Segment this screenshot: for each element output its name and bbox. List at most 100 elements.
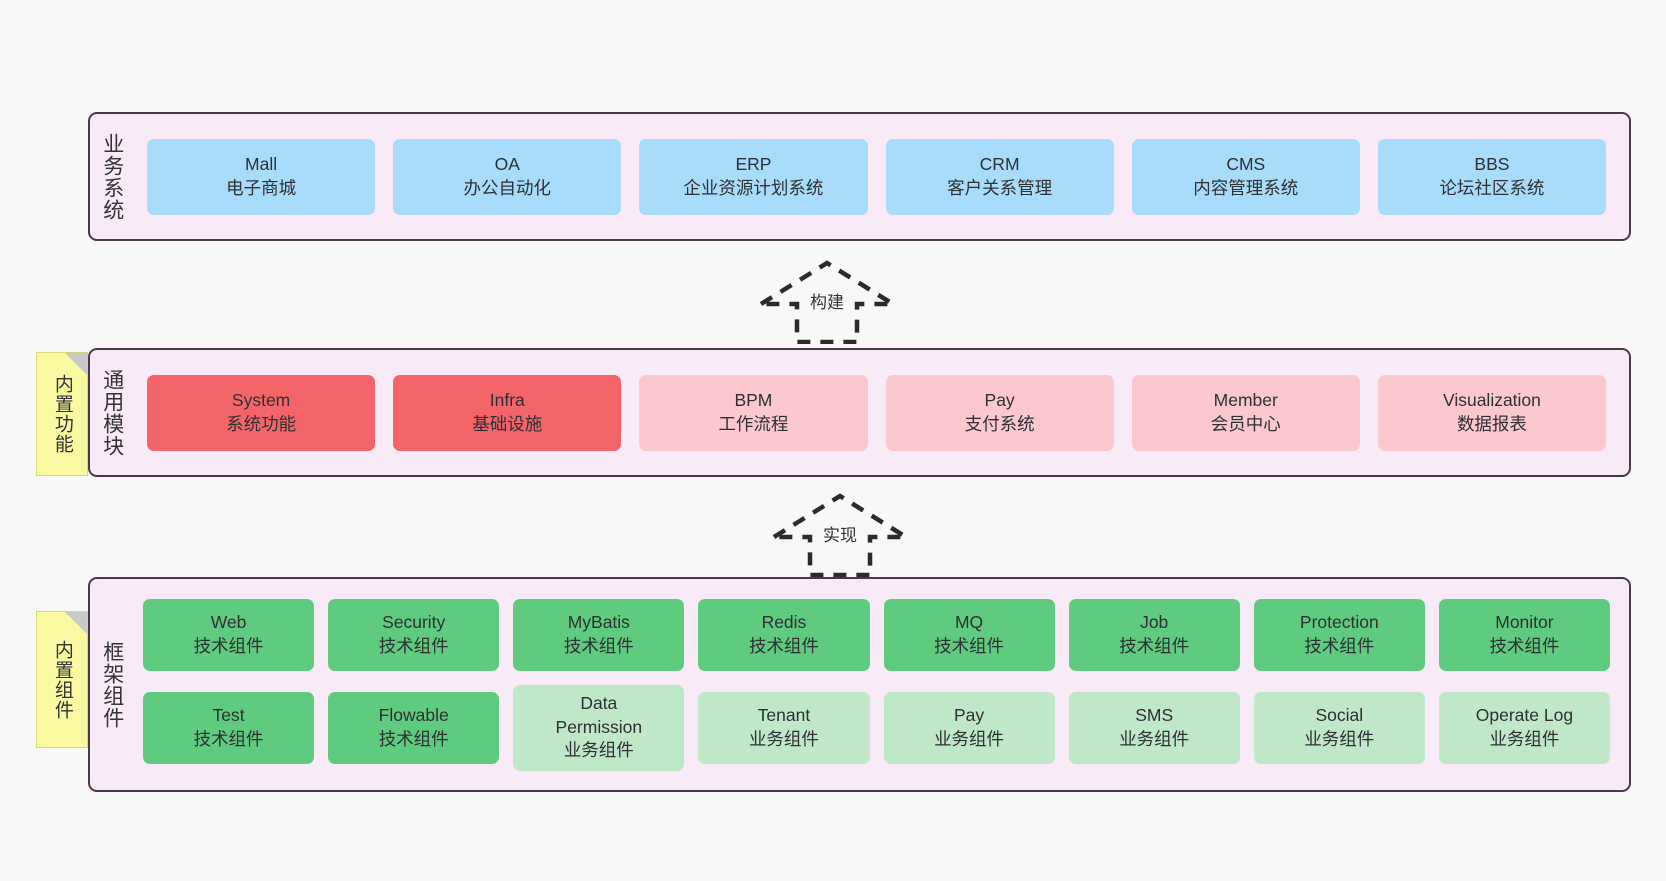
connector-build: 构建 xyxy=(753,258,901,345)
card-subtitle: 系统功能 xyxy=(226,413,297,434)
card-test[interactable]: Test 技术组件 xyxy=(143,691,315,764)
connector-label-build: 构建 xyxy=(810,293,844,312)
card-protection[interactable]: Protection 技术组件 xyxy=(1253,598,1425,671)
card-subtitle: 工作流程 xyxy=(718,413,789,434)
card-bpm[interactable]: BPM 工作流程 xyxy=(639,374,868,451)
dashed-arrow-up-icon xyxy=(753,260,901,345)
card-title: Pay xyxy=(984,390,1015,411)
connector-label-implement: 实现 xyxy=(823,526,857,545)
card-subtitle: 技术组件 xyxy=(563,635,634,656)
card-data-permission[interactable]: Data Permission 业务组件 xyxy=(513,684,685,771)
card-title: BPM xyxy=(734,390,773,411)
card-title: OA xyxy=(494,154,520,175)
card-title: Pay xyxy=(953,705,985,726)
card-subtitle: 技术组件 xyxy=(193,635,264,656)
card-tenant[interactable]: Tenant 业务组件 xyxy=(698,691,870,764)
card-title: CRM xyxy=(979,154,1020,175)
card-title: Member xyxy=(1213,390,1278,411)
card-infra[interactable]: Infra 基础设施 xyxy=(393,374,622,451)
card-crm[interactable]: CRM 客户关系管理 xyxy=(885,138,1114,215)
card-system[interactable]: System 系统功能 xyxy=(147,374,376,451)
card-subtitle: 业务组件 xyxy=(1489,728,1560,749)
card-title: SMS xyxy=(1135,705,1174,726)
framework-row-business: Test 技术组件 Flowable 技术组件 Data Permission … xyxy=(136,684,1617,771)
card-title: Mall xyxy=(245,154,278,175)
connector-implement: 实现 xyxy=(766,491,914,578)
card-title: ERP xyxy=(735,154,772,175)
card-subtitle: 技术组件 xyxy=(1304,635,1375,656)
card-subtitle: 会员中心 xyxy=(1210,413,1281,434)
card-subtitle: 技术组件 xyxy=(1489,635,1560,656)
card-title: CMS xyxy=(1226,154,1266,175)
card-monitor[interactable]: Monitor 技术组件 xyxy=(1438,598,1610,671)
card-subtitle: 办公自动化 xyxy=(463,177,552,198)
sticky-note-label: 内置组件 xyxy=(51,639,73,720)
card-redis[interactable]: Redis 技术组件 xyxy=(698,598,870,671)
card-subtitle: 企业资源计划系统 xyxy=(683,177,824,198)
card-subtitle: 基础设施 xyxy=(472,413,543,434)
card-title: Monitor xyxy=(1495,612,1554,633)
card-subtitle: 业务组件 xyxy=(934,728,1005,749)
card-title: Tenant xyxy=(757,705,811,726)
sticky-note-label: 内置功能 xyxy=(51,374,73,454)
card-title: Security xyxy=(382,612,446,633)
card-operate-log[interactable]: Operate Log 业务组件 xyxy=(1438,691,1610,764)
folded-corner-icon xyxy=(65,612,87,634)
card-title: BBS xyxy=(1474,154,1510,175)
layer-common-modules: 通用模块 System 系统功能 Infra 基础设施 BPM 工作流程 Pay… xyxy=(88,348,1631,477)
card-pay-module[interactable]: Pay 支付系统 xyxy=(885,374,1114,451)
card-title: Infra xyxy=(489,390,525,411)
card-cms[interactable]: CMS 内容管理系统 xyxy=(1131,138,1360,215)
card-member[interactable]: Member 会员中心 xyxy=(1131,374,1360,451)
card-subtitle: 业务组件 xyxy=(1304,728,1375,749)
card-bbs[interactable]: BBS 论坛社区系统 xyxy=(1377,138,1607,215)
layer-framework-components: 框架组件 Web 技术组件 Security 技术组件 MyBatis 技术组件… xyxy=(88,577,1631,792)
card-pay-component[interactable]: Pay 业务组件 xyxy=(883,691,1055,764)
card-title: Social xyxy=(1315,705,1364,726)
card-erp[interactable]: ERP 企业资源计划系统 xyxy=(639,138,868,215)
card-subtitle: 技术组件 xyxy=(748,635,819,656)
card-subtitle: 内容管理系统 xyxy=(1193,177,1299,198)
layer-body-business: Mall 电子商城 OA 办公自动化 ERP 企业资源计划系统 CRM 客户关系… xyxy=(134,114,1629,239)
card-title: Job xyxy=(1140,612,1169,633)
card-title: Protection xyxy=(1299,612,1379,633)
sticky-note-builtin-component: 内置组件 xyxy=(36,611,88,748)
card-subtitle: 数据报表 xyxy=(1456,413,1527,434)
card-security[interactable]: Security 技术组件 xyxy=(328,598,500,671)
card-web[interactable]: Web 技术组件 xyxy=(143,598,315,671)
card-subtitle: 技术组件 xyxy=(1119,635,1190,656)
card-visualization[interactable]: Visualization 数据报表 xyxy=(1377,374,1607,451)
card-title: MyBatis xyxy=(567,612,630,633)
layer-title-modules: 通用模块 xyxy=(100,368,124,457)
card-title: Test xyxy=(212,705,245,726)
card-subtitle: 技术组件 xyxy=(378,635,449,656)
framework-row-technical: Web 技术组件 Security 技术组件 MyBatis 技术组件 Redi… xyxy=(136,598,1617,671)
dashed-arrow-up-icon xyxy=(766,493,914,578)
card-mybatis[interactable]: MyBatis 技术组件 xyxy=(513,598,685,671)
card-title: Redis xyxy=(761,612,807,633)
card-sms[interactable]: SMS 业务组件 xyxy=(1068,691,1240,764)
card-mq[interactable]: MQ 技术组件 xyxy=(883,598,1055,671)
card-flowable[interactable]: Flowable 技术组件 xyxy=(328,691,500,764)
layer-body-modules: System 系统功能 Infra 基础设施 BPM 工作流程 Pay 支付系统… xyxy=(134,350,1629,475)
card-title: Data xyxy=(580,693,618,714)
card-title: Visualization xyxy=(1442,390,1541,411)
card-subtitle: 支付系统 xyxy=(964,413,1035,434)
card-subtitle: 技术组件 xyxy=(193,728,264,749)
card-job[interactable]: Job 技术组件 xyxy=(1068,598,1240,671)
layer-title-business: 业务系统 xyxy=(100,132,124,221)
card-title: Web xyxy=(210,612,247,633)
card-mall[interactable]: Mall 电子商城 xyxy=(147,138,376,215)
folded-corner-icon xyxy=(65,353,87,375)
card-title: Flowable xyxy=(378,705,449,726)
card-social[interactable]: Social 业务组件 xyxy=(1253,691,1425,764)
sticky-note-builtin-function: 内置功能 xyxy=(36,352,88,476)
card-subtitle: 技术组件 xyxy=(378,728,449,749)
layer-business-systems: 业务系统 Mall 电子商城 OA 办公自动化 ERP 企业资源计划系统 CRM… xyxy=(88,112,1631,241)
card-subtitle: 业务组件 xyxy=(1119,728,1190,749)
card-subtitle: 电子商城 xyxy=(226,177,297,198)
card-oa[interactable]: OA 办公自动化 xyxy=(393,138,622,215)
card-subtitle: 业务组件 xyxy=(748,728,819,749)
card-subtitle: 业务组件 xyxy=(563,740,634,761)
